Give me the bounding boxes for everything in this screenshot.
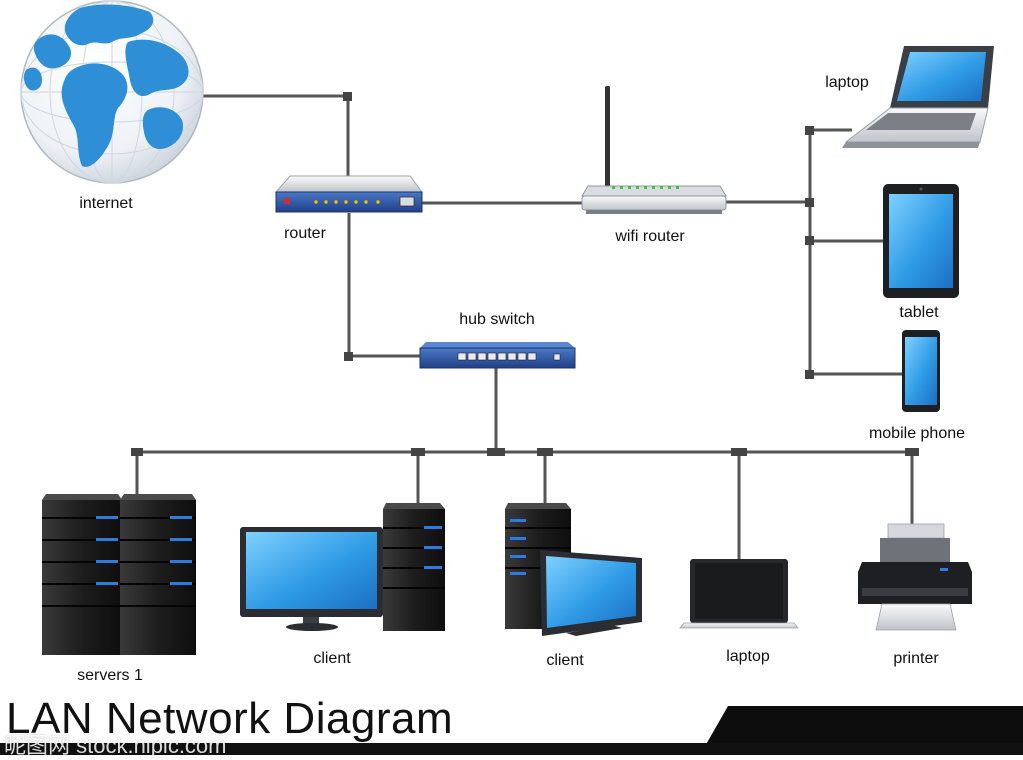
servers-label: servers 1 bbox=[77, 667, 143, 684]
laptop-wireless-label: laptop bbox=[825, 74, 869, 91]
hub-switch-label: hub switch bbox=[459, 311, 535, 328]
client-2-label: client bbox=[546, 652, 584, 669]
connection-lines bbox=[131, 92, 919, 560]
internet-globe bbox=[20, 0, 204, 184]
hub-switch-device bbox=[419, 342, 576, 369]
wifi-router-label: wifi router bbox=[614, 228, 685, 245]
mobile-phone-device bbox=[902, 330, 940, 412]
printer-label: printer bbox=[893, 650, 939, 667]
tablet-label: tablet bbox=[899, 304, 939, 321]
client-1-device bbox=[240, 503, 445, 631]
tablet-device bbox=[883, 184, 959, 298]
mobile-phone-label: mobile phone bbox=[869, 425, 965, 442]
router-label: router bbox=[284, 225, 326, 242]
client-1-label: client bbox=[313, 650, 351, 667]
printer-device bbox=[858, 523, 972, 631]
laptop-wired-device bbox=[679, 559, 799, 629]
watermark-text: 昵图网 stock.nipic.com bbox=[4, 733, 227, 758]
laptop-wired-label: laptop bbox=[726, 648, 770, 665]
client-2-device bbox=[505, 503, 642, 636]
servers-device bbox=[42, 494, 196, 655]
laptop-wireless-device bbox=[842, 46, 994, 148]
router-device bbox=[274, 175, 423, 213]
wifi-router-device bbox=[581, 86, 727, 214]
diagram-title: LAN Network Diagram bbox=[6, 694, 454, 743]
footer-rule bbox=[0, 743, 1023, 755]
internet-label: internet bbox=[79, 195, 133, 212]
